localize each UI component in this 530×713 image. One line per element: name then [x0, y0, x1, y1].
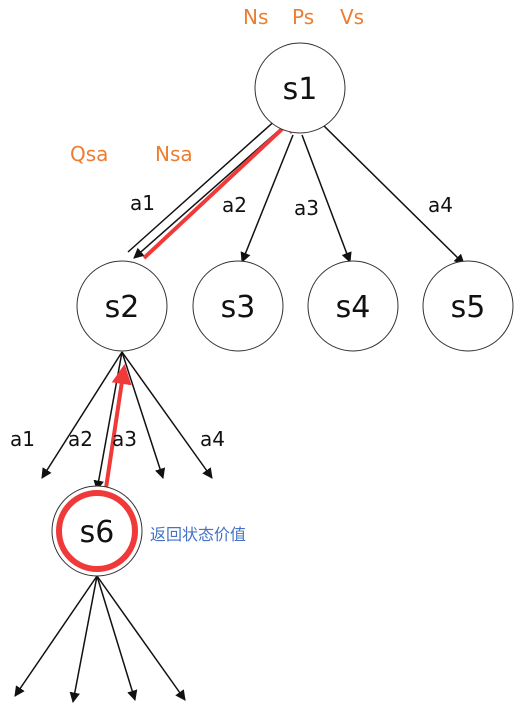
node-s1: s1: [254, 42, 346, 134]
root-stat-ns: Ns: [243, 5, 268, 29]
node-s5-label: s5: [451, 290, 486, 325]
node-s4-label: s4: [336, 290, 371, 325]
edge-s2-child-a3: [121, 351, 166, 479]
return-value-annotation: 返回状态价值: [150, 525, 246, 544]
edge-stat-nsa: Nsa: [155, 142, 193, 166]
edge-s2-child-a1: [41, 351, 123, 479]
node-s6-highlight: [56, 490, 138, 572]
edge-stat-qsa: Qsa: [70, 142, 108, 166]
s2-action-label-a1: a1: [10, 427, 35, 451]
node-s2-label: s2: [105, 290, 140, 325]
edge-s2-s1-return: [127, 117, 279, 253]
edge-s6-child-2: [69, 575, 98, 704]
s2-action-label-a4: a4: [200, 427, 225, 451]
edge-s1-s3: [240, 134, 294, 263]
root-stat-ps: Ps: [292, 5, 314, 29]
action-label-a4: a4: [428, 193, 453, 217]
edge-s6-child-4: [96, 575, 186, 701]
edge-s1-s4: [301, 134, 352, 263]
edge-s2-child-a4: [121, 351, 213, 479]
s2-action-label-a2: a2: [68, 427, 93, 451]
node-s3: s3: [192, 260, 284, 352]
node-s6: s6: [51, 485, 143, 577]
node-s4: s4: [307, 260, 399, 352]
backup-path-s6-s2: [104, 364, 132, 489]
s2-action-label-a3: a3: [112, 427, 137, 451]
node-s2: s2: [76, 260, 168, 352]
node-s6-label: s6: [80, 515, 115, 550]
edge-s6-child-3: [96, 575, 138, 702]
backup-path-s2-s1: [142, 113, 299, 260]
node-s3-label: s3: [221, 290, 256, 325]
edge-s1-s5: [319, 121, 465, 265]
root-stat-vs: Vs: [340, 5, 364, 29]
action-label-a3: a3: [294, 196, 319, 220]
node-s5: s5: [422, 260, 514, 352]
action-label-a1: a1: [130, 191, 155, 215]
action-label-a2: a2: [222, 193, 247, 217]
edge-s6-child-1: [14, 575, 98, 697]
node-s1-label: s1: [283, 72, 318, 107]
